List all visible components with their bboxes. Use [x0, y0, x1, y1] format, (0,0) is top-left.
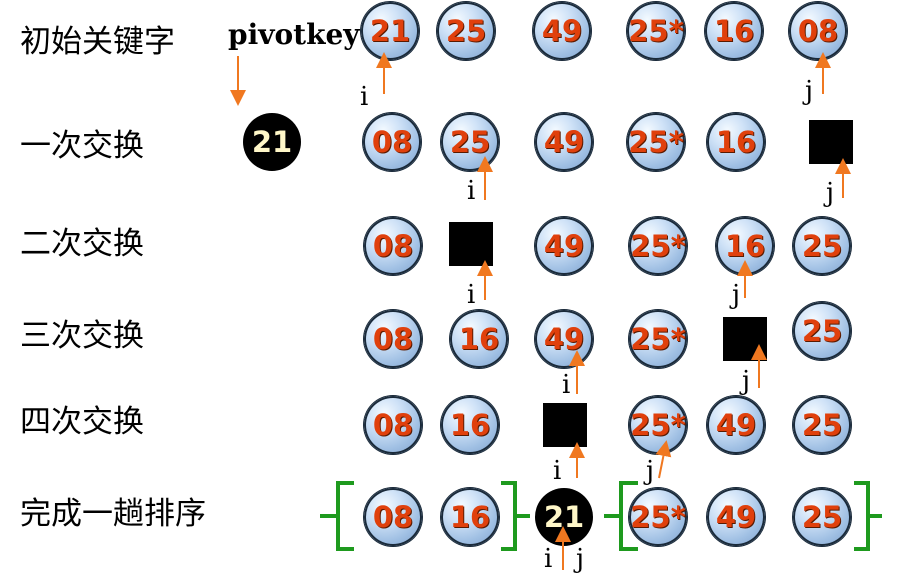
pivot-ball: 21 — [243, 113, 301, 171]
cell-0-5: 08 — [789, 2, 847, 60]
pointer-j: j — [805, 76, 814, 106]
cell-3-5: 25 — [793, 302, 851, 360]
pointer-i: i — [360, 82, 369, 112]
pivotkey-label: pivotkey — [228, 18, 360, 51]
empty-slot — [449, 222, 493, 266]
row-label-done: 完成一趟排序 — [20, 496, 206, 532]
row-label-swap-3: 三次交换 — [20, 318, 144, 354]
cell-2-2: 49 — [535, 217, 593, 275]
right-bracket-open — [619, 481, 638, 551]
pointer-j: j — [732, 280, 741, 310]
cell-5-1: 16 — [441, 488, 499, 546]
pointer-j: j — [576, 544, 585, 574]
cell-0-2: 49 — [533, 2, 591, 60]
cell-0-3: 25* — [627, 2, 685, 60]
cell-1-3: 25* — [627, 113, 685, 171]
row-label-swap-2: 二次交换 — [20, 226, 144, 262]
cell-2-0: 08 — [364, 217, 422, 275]
row-label-swap-4: 四次交换 — [20, 404, 144, 440]
pointer-i: i — [467, 176, 476, 206]
cell-5-3: 25* — [629, 488, 687, 546]
cell-5-5: 25 — [793, 488, 851, 546]
left-bracket-open — [336, 481, 354, 551]
pointer-j: j — [646, 456, 655, 486]
cell-2-5: 25 — [793, 217, 851, 275]
cell-4-1: 16 — [441, 396, 499, 454]
cell-4-4: 49 — [707, 396, 765, 454]
pointer-i: i — [562, 370, 571, 400]
arrow-j — [655, 440, 672, 479]
cell-2-3: 25* — [629, 217, 687, 275]
cell-1-2: 49 — [535, 113, 593, 171]
pointer-i: i — [467, 280, 476, 310]
pointer-j: j — [742, 366, 751, 396]
row-label-initial: 初始关键字 — [20, 24, 175, 60]
cell-4-0: 08 — [364, 396, 422, 454]
row-label-swap-1: 一次交换 — [20, 128, 144, 164]
cell-1-4: 16 — [707, 113, 765, 171]
cell-3-1: 16 — [450, 310, 508, 368]
cell-5-4: 49 — [707, 488, 765, 546]
empty-slot — [809, 120, 853, 164]
cell-0-4: 16 — [705, 2, 763, 60]
pointer-i: i — [544, 544, 553, 574]
cell-0-0: 21 — [361, 2, 419, 60]
cell-5-0: 08 — [364, 488, 422, 546]
cell-3-3: 25* — [629, 310, 687, 368]
cell-0-1: 25 — [437, 2, 495, 60]
cell-3-0: 08 — [364, 310, 422, 368]
cell-1-0: 08 — [363, 113, 421, 171]
pointer-i: i — [553, 456, 562, 486]
empty-slot — [543, 403, 587, 447]
cell-4-5: 25 — [793, 396, 851, 454]
pointer-j: j — [826, 178, 835, 208]
